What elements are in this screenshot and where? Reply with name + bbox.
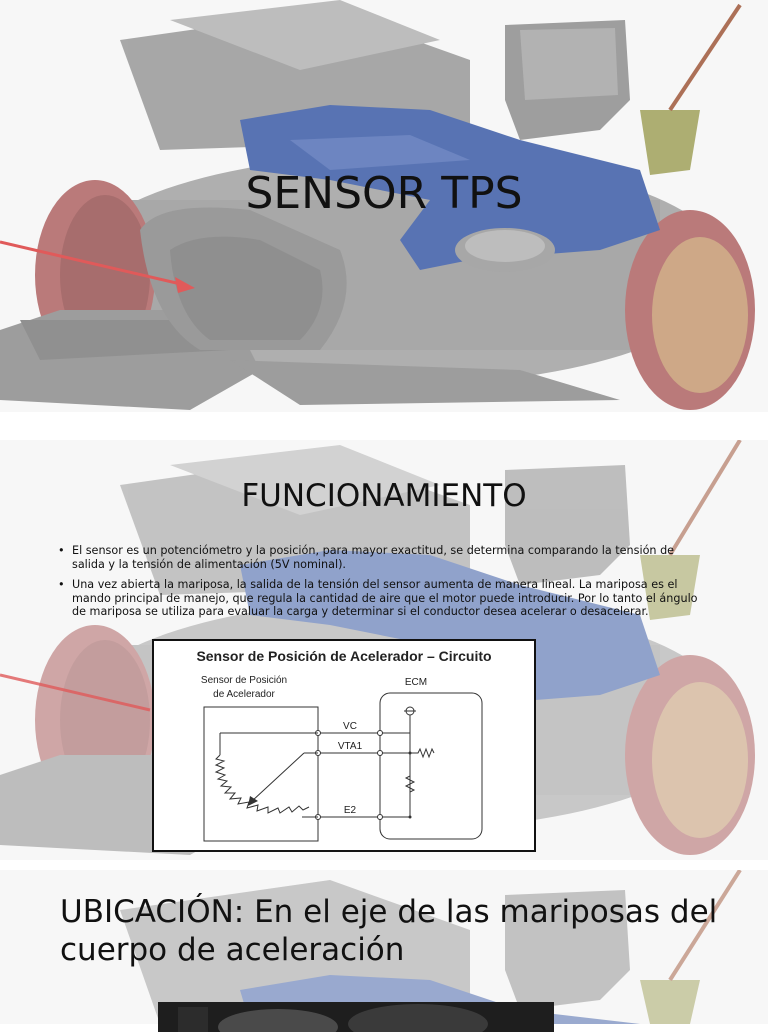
ecm-label: ECM — [405, 677, 427, 688]
pin-label-vta1: VTA1 — [338, 741, 363, 752]
circuit-title: Sensor de Posición de Acelerador – Circu… — [196, 648, 492, 664]
bullet-item: • Una vez abierta la mariposa, la salida … — [58, 578, 708, 619]
slide-title: SENSOR TPS — [245, 168, 523, 219]
slide-title: FUNCIONAMIENTO — [241, 478, 527, 514]
pin-label-e2: E2 — [344, 805, 357, 816]
throttle-body-photo — [158, 1002, 554, 1032]
sensor-label-line2: de Acelerador — [213, 689, 275, 700]
bullet-text: El sensor es un potenciómetro y la posic… — [72, 544, 675, 571]
throttle-body-illustration — [0, 0, 768, 412]
bullet-icon: • — [58, 578, 65, 591]
slide-3 — [0, 870, 768, 1024]
bullet-list: • El sensor es un potenciómetro y la posi… — [58, 544, 708, 626]
sensor-label-line1: Sensor de Posición — [201, 675, 287, 686]
bullet-text: Una vez abierta la mariposa, la salida d… — [72, 578, 698, 618]
bullet-icon: • — [58, 544, 65, 557]
slide-1: SENSOR TPS — [0, 0, 768, 412]
circuit-diagram: Sensor de Posición de Acelerador – Circu… — [152, 639, 536, 852]
circuit-schematic: Sensor de Posición de Acelerador ECM VC … — [201, 675, 483, 842]
bullet-item: • El sensor es un potenciómetro y la posi… — [58, 544, 708, 571]
slide-title: UBICACIÓN: En el eje de las mariposas de… — [60, 894, 718, 968]
pin-label-vc: VC — [343, 721, 357, 732]
